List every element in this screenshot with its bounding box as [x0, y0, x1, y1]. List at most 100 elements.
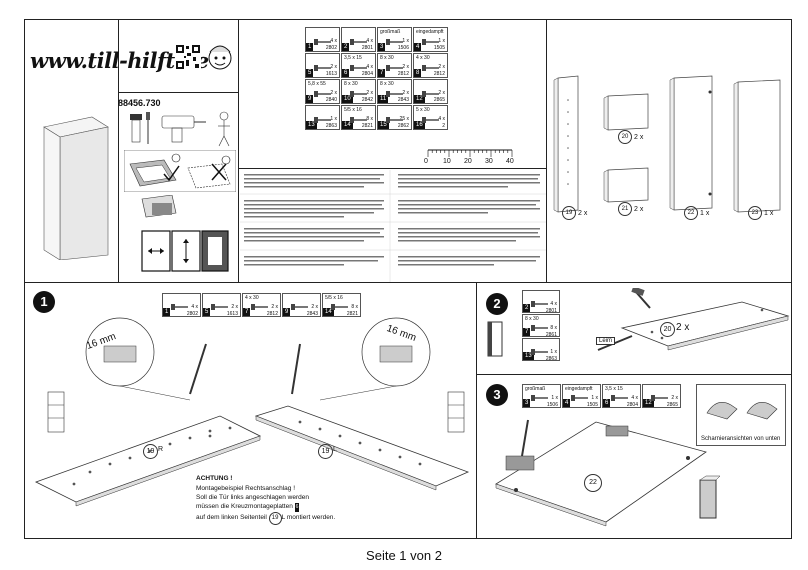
part-size: großmaß [525, 386, 546, 392]
panel-qty: 2 x [634, 205, 644, 213]
divider [238, 168, 546, 169]
screw-icon [386, 64, 403, 71]
divider [118, 92, 238, 93]
step-number: 3 [486, 384, 508, 406]
part-size: 5/5 x 16 [325, 295, 343, 301]
qty-value: 2 x [671, 395, 678, 401]
part-number: 9 [283, 308, 291, 316]
screw-icon [571, 395, 588, 401]
part-code: 2863 [545, 356, 557, 362]
mascot-icon [208, 45, 232, 70]
panel-qty: 2 x [578, 209, 588, 217]
note-line: müssen die Kreuzmontageplatten [196, 503, 293, 510]
panel-number: 19 [562, 206, 576, 220]
page-frame [24, 19, 792, 539]
panel-number: 20 [618, 130, 632, 144]
panel-ref: 19 [268, 512, 282, 525]
panel-number: 22 [684, 206, 698, 220]
part-number: 3 [378, 43, 386, 51]
ruler-tick-label: 10 [443, 158, 451, 165]
part-size: 8 x 30 [525, 316, 539, 322]
assembly-surface-hint [124, 150, 236, 192]
qty-value: 4 x [330, 38, 337, 44]
screw-icon [314, 90, 331, 97]
part-code: 1506 [546, 402, 558, 408]
part-code: 2804 [361, 71, 373, 77]
part-number: 10 [342, 95, 353, 103]
page-footer: Seite 1 von 2 [366, 548, 442, 563]
qty-value: 2 x [311, 304, 318, 310]
part-code: 2812 [266, 311, 278, 317]
part-number: 15 [378, 121, 389, 129]
qty-value: 4 x [550, 301, 557, 307]
qty-value: 1 x [402, 38, 409, 44]
screw-icon [350, 116, 367, 123]
panel-qty: 1 x [700, 209, 710, 217]
part-size: 4 x 30 [416, 55, 430, 61]
part-size: 3,5 x 15 [605, 386, 623, 392]
qr-code-icon[interactable] [175, 44, 201, 70]
part-code: 2862 [397, 123, 409, 129]
part-number: 7 [378, 69, 386, 77]
note-line: Soll die Tür links angeschlagen werden [196, 494, 309, 501]
panel-qty: 2 x [676, 322, 690, 333]
screw-icon [531, 395, 548, 401]
screw-icon [314, 38, 331, 45]
qty-value: 2 x [330, 64, 337, 70]
part-code: 1613 [325, 71, 337, 77]
divider [24, 282, 792, 283]
screw-icon [386, 116, 403, 123]
qty-value: 1 x [591, 395, 598, 401]
part-code: 2843 [306, 311, 318, 317]
part-code: 2801 [361, 45, 373, 51]
part-number: 1 [306, 43, 314, 51]
part-code: 2821 [361, 123, 373, 129]
screw-icon [531, 348, 548, 355]
screw-icon [314, 116, 331, 123]
screw-icon [251, 304, 268, 310]
part-number: 13 [306, 121, 317, 129]
screw-icon [422, 38, 439, 45]
part-number: 6 [603, 399, 611, 407]
part-size: eingedampft [565, 386, 593, 392]
screw-icon [350, 64, 367, 71]
part-number: 7 [523, 328, 531, 336]
part-size: 3,5 x 15 [344, 55, 362, 61]
part-code: 2842 [361, 97, 373, 103]
part-size: 5 x 30 [416, 107, 430, 113]
ruler-tick-label: 20 [464, 158, 472, 165]
screw-icon [422, 64, 439, 71]
qty-value: 4 x [366, 64, 373, 70]
cabinet-mini-icon [699, 475, 721, 519]
